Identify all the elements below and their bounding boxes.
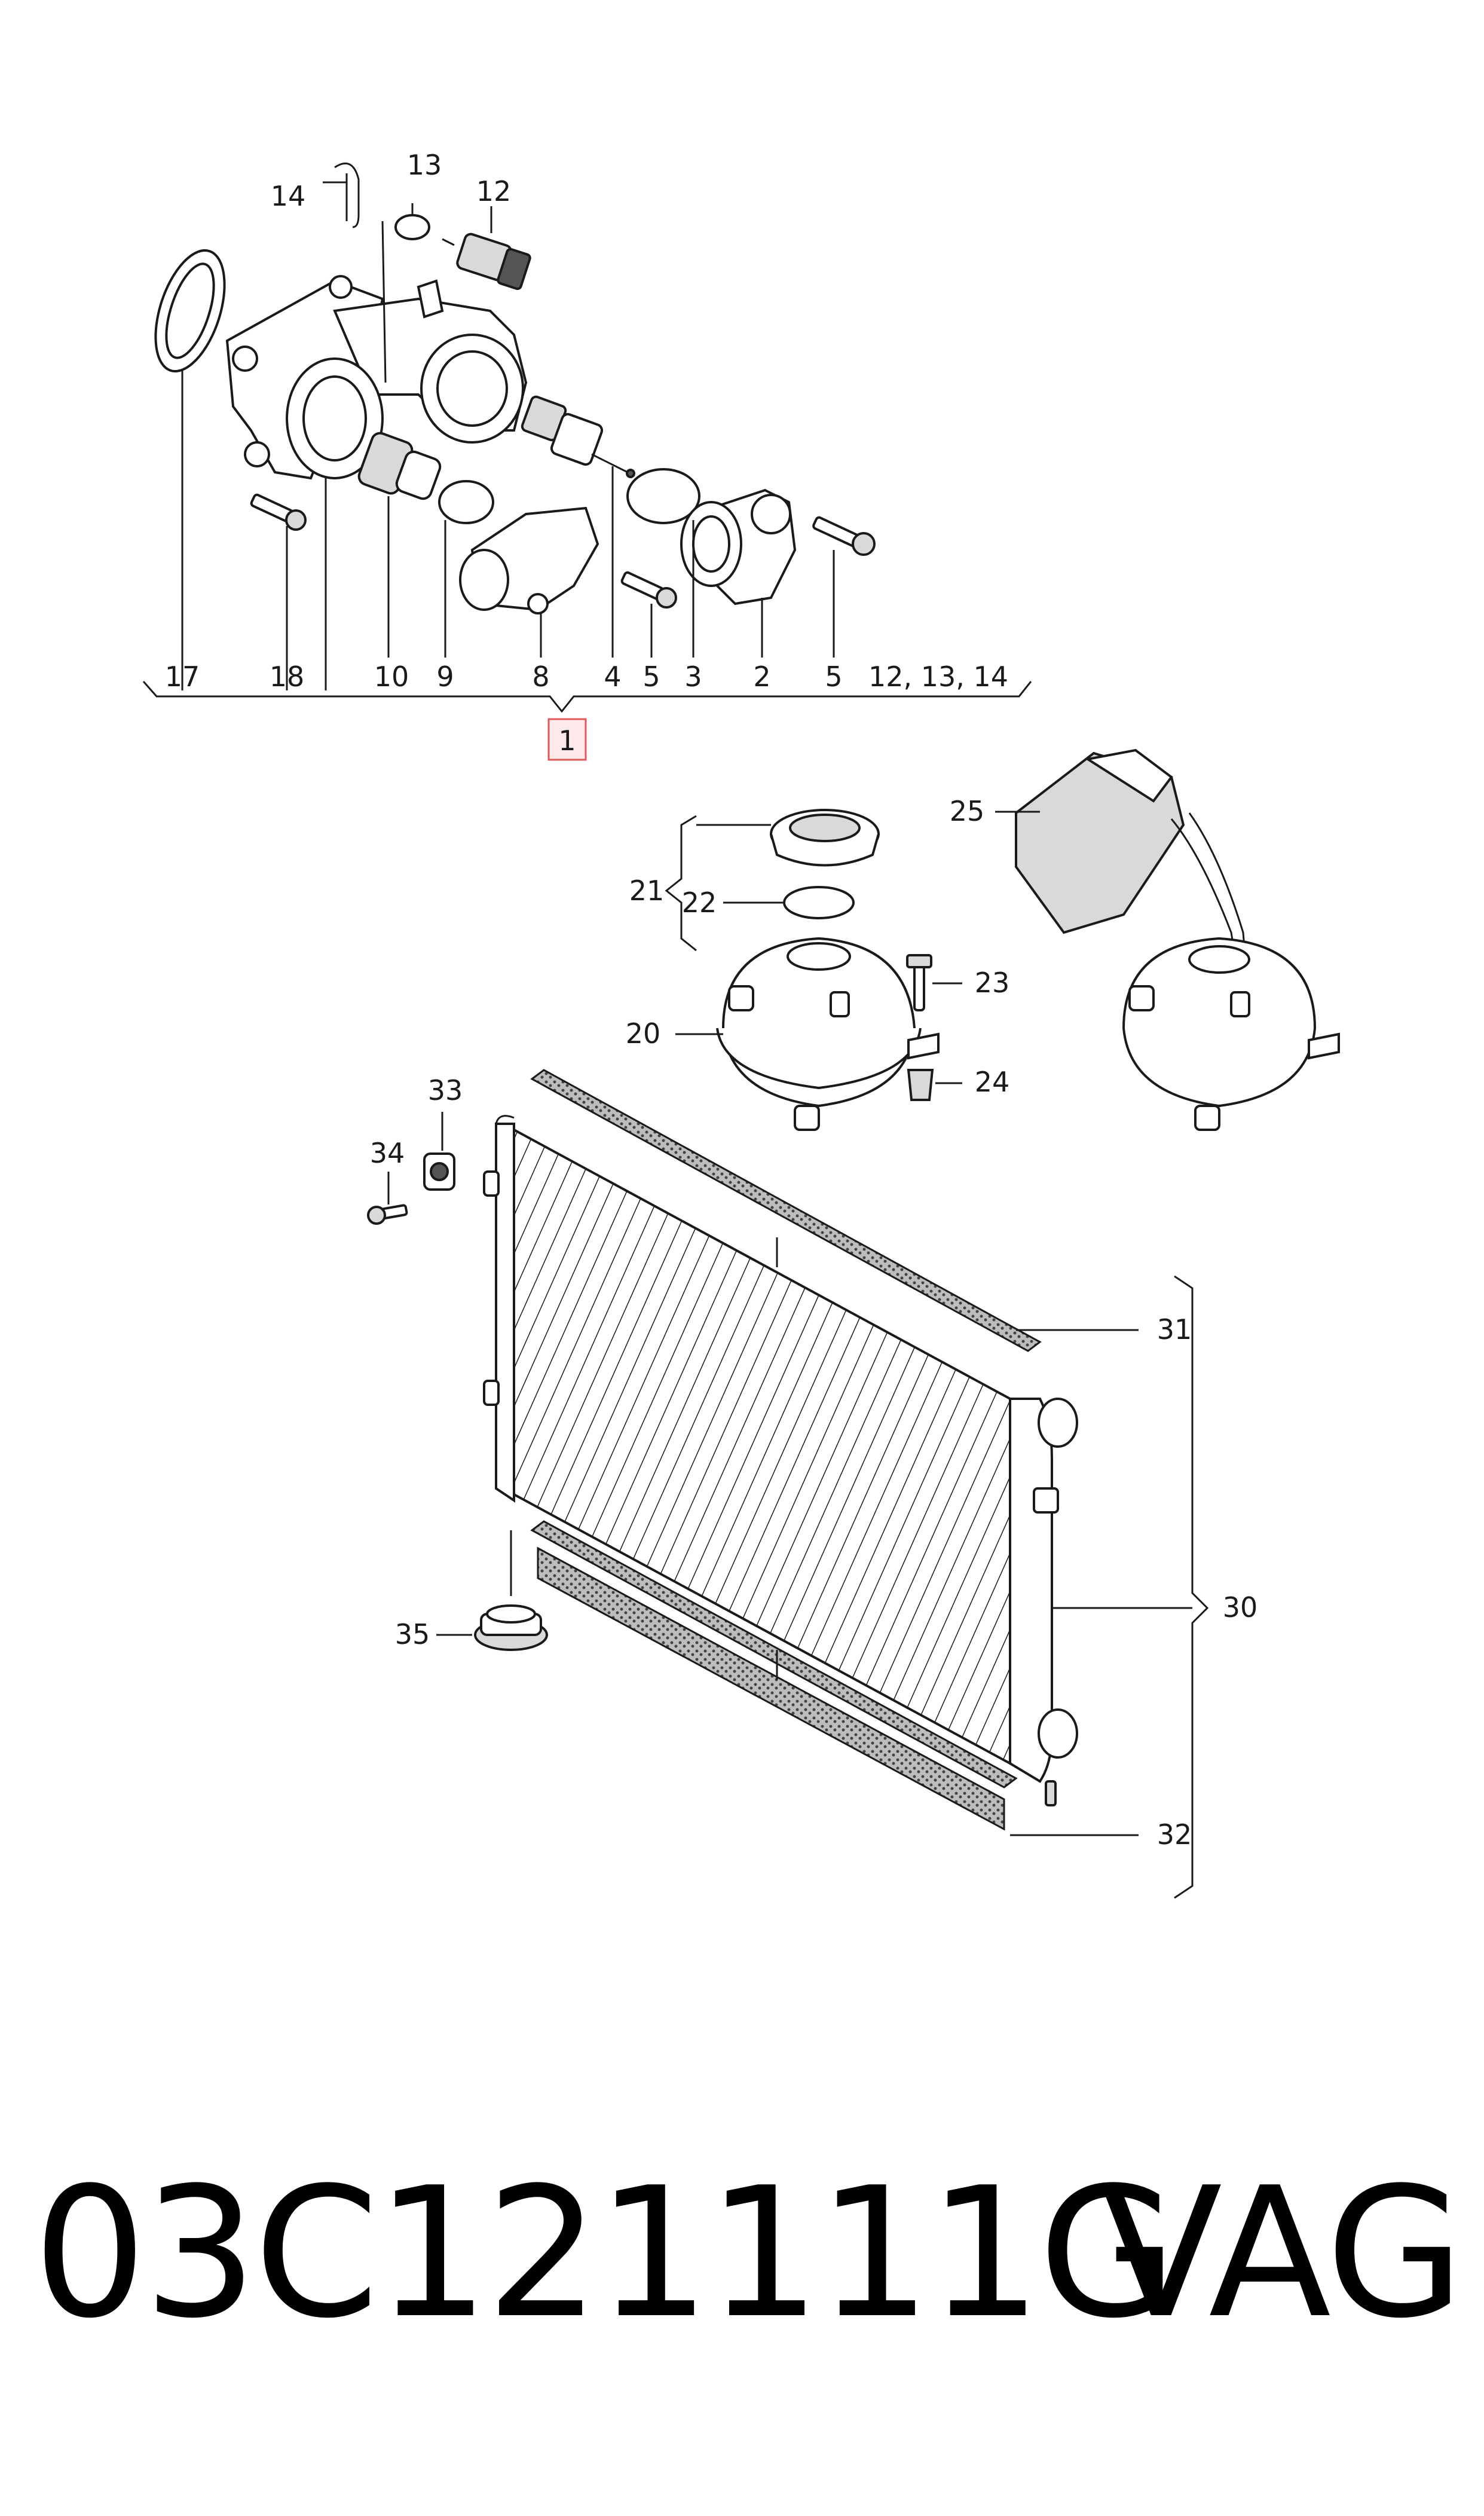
expansion-tank-group: 21 22 20 23 24 25 [626, 748, 1340, 1131]
retaining-clip [334, 162, 360, 228]
radiator-group: 33 34 35 31 30 32 [367, 1069, 1258, 1899]
o-ring-22 [783, 886, 855, 919]
callout-20: 20 [626, 1017, 661, 1050]
bolt [367, 1204, 408, 1225]
callout-13: 13 [407, 149, 442, 181]
callout-35: 35 [395, 1618, 430, 1650]
o-ring-13 [394, 214, 430, 240]
callout-1: 1 [558, 724, 576, 757]
callout-25: 25 [950, 795, 985, 827]
callout-9: 9 [436, 661, 454, 693]
callout-33: 33 [428, 1074, 463, 1106]
callout-14: 14 [271, 180, 306, 212]
callout-4: 4 [604, 661, 621, 693]
highlight-box-1 [547, 718, 587, 761]
coolant-pump-housing [680, 488, 797, 606]
connecting-pipe [357, 432, 442, 500]
callout-5: 5 [825, 661, 842, 693]
callout-31: 31 [1157, 1313, 1192, 1346]
callout-34: 34 [370, 1137, 405, 1169]
assembly-bracket [142, 681, 1032, 713]
coolant-bottle [1015, 748, 1247, 969]
callout-30: 30 [1223, 1591, 1258, 1624]
bolt [620, 571, 677, 609]
brand-name: VAG [1100, 2149, 1464, 2358]
callout-22: 22 [682, 886, 717, 919]
parts-diagram: 17 18 10 9 8 4 5 3 2 5 12, 13, 14 14 13 … [142, 149, 1340, 1899]
callout-32: 32 [1157, 1818, 1192, 1851]
bolt [250, 493, 307, 531]
radiator-left-tank [495, 1123, 515, 1503]
callout-3: 3 [684, 661, 702, 693]
part-number: 03C121111G [33, 2149, 1177, 2358]
thermostat [521, 395, 635, 478]
callout-12-13-14: 12, 13, 14 [868, 661, 1008, 693]
callout-8: 8 [532, 661, 549, 693]
callout-5: 5 [642, 661, 660, 693]
callout-10: 10 [374, 661, 409, 693]
plastic-clip [907, 1069, 934, 1101]
callout-18: 18 [270, 661, 305, 693]
expansion-tank-refill [1122, 937, 1340, 1131]
rubber-bush [474, 1604, 548, 1651]
o-ring-9 [438, 480, 494, 524]
bolt [906, 954, 932, 1011]
seal-strip-top [530, 1069, 1042, 1352]
footer-caption: 03C121111G VAG [0, 2128, 1484, 2379]
callout-17: 17 [165, 661, 200, 693]
o-ring-3 [626, 468, 700, 524]
temperature-sensor [442, 233, 531, 291]
callout-12: 12 [476, 175, 512, 207]
thermostat-housing-group: 17 18 10 9 8 4 5 3 2 5 12, 13, 14 14 13 … [142, 149, 1032, 761]
seal-strip-bottom [530, 1520, 1018, 1789]
radiator-mount [423, 1152, 455, 1191]
callout-2: 2 [753, 661, 770, 693]
callout-23: 23 [975, 967, 1010, 999]
bolt [812, 516, 876, 556]
filler-cap [770, 809, 880, 867]
callout-24: 24 [975, 1066, 1010, 1098]
callout-21: 21 [629, 875, 665, 907]
expansion-tank [716, 937, 940, 1131]
